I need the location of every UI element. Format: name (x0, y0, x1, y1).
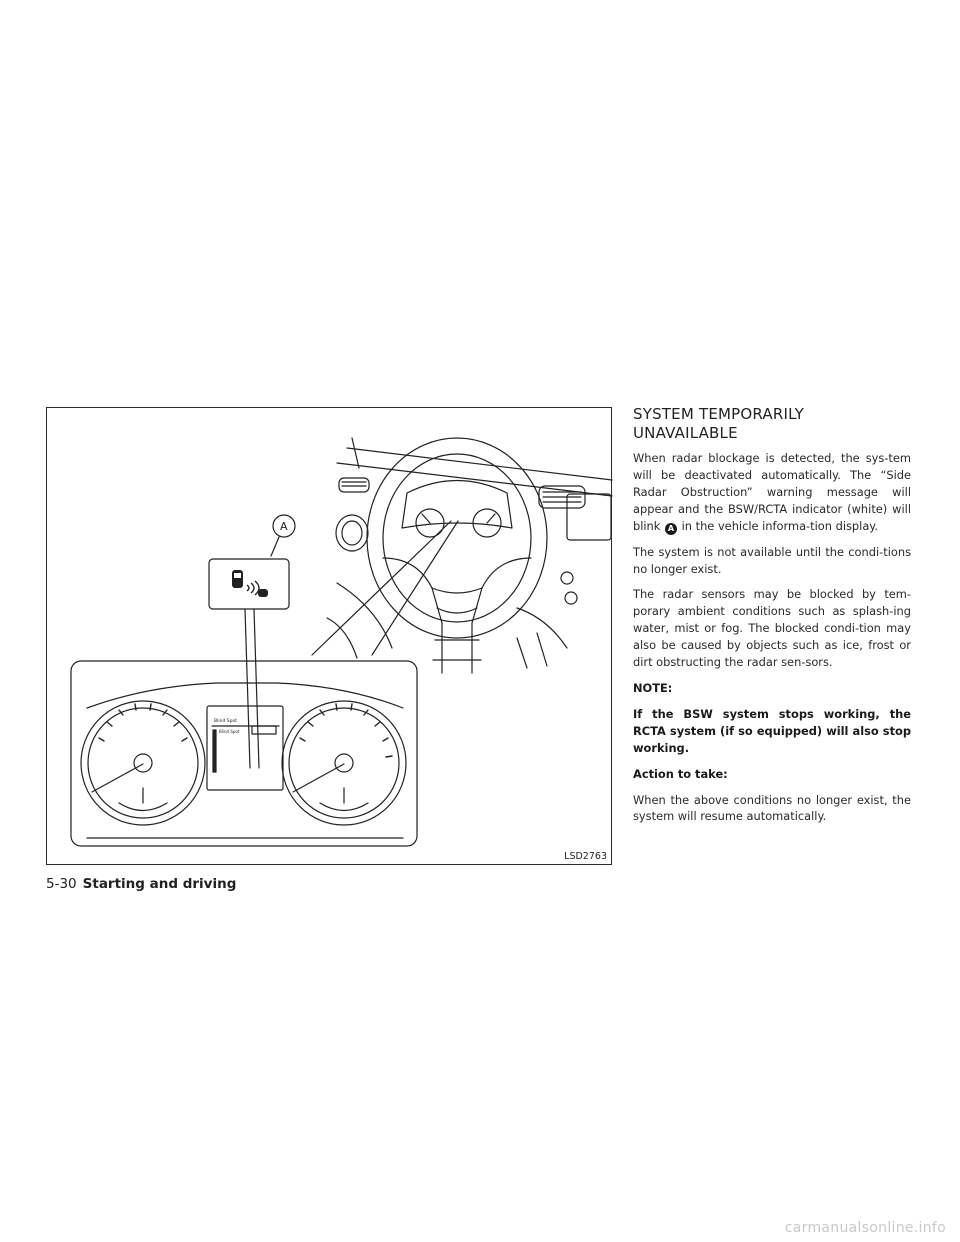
dashboard-line-drawing: A Blind Spot Blind Spot (70, 437, 613, 847)
callout-a-label: A (280, 520, 288, 533)
callout-a-marker: A (665, 522, 677, 535)
page-number: 5-30 (46, 876, 77, 892)
page-footer: 5-30 Starting and driving (46, 876, 236, 892)
paragraph-unavailable: The system is not available until the co… (633, 544, 911, 576)
display-title: Blind Spot (214, 718, 237, 724)
note-text: If the BSW system stops working, the RCT… (633, 706, 911, 755)
paragraph-blockage: When radar blockage is detected, the sys… (633, 450, 911, 535)
figure-code: LSD2763 (564, 851, 607, 862)
section-heading: SYSTEM TEMPORARILY UNAVAILABLE (633, 405, 911, 443)
watermark: carmanualsonline.info (784, 1220, 946, 1236)
dashboard-illustration: A Blind Spot Blind Spot LSD2763 (46, 407, 613, 865)
action-label: Action to take: (633, 766, 728, 781)
note-label: NOTE: (633, 680, 673, 695)
p1-before: When radar blockage is detected, the sys… (633, 451, 911, 533)
section-name: Starting and driving (82, 876, 237, 892)
heading-line-1: SYSTEM TEMPORARILY (633, 405, 805, 423)
heading-line-2: UNAVAILABLE (633, 424, 738, 442)
text-column: SYSTEM TEMPORARILY UNAVAILABLE When rada… (633, 405, 911, 834)
action-text: When the above conditions no longer exis… (633, 792, 911, 824)
p1-after: in the vehicle informa-tion display. (678, 518, 879, 533)
bsw-rcta-indicator-icon (232, 570, 268, 597)
paragraph-sensors-blocked: The radar sensors may be blocked by tem-… (633, 587, 911, 670)
display-subtitle: Blind Spot (219, 729, 240, 734)
